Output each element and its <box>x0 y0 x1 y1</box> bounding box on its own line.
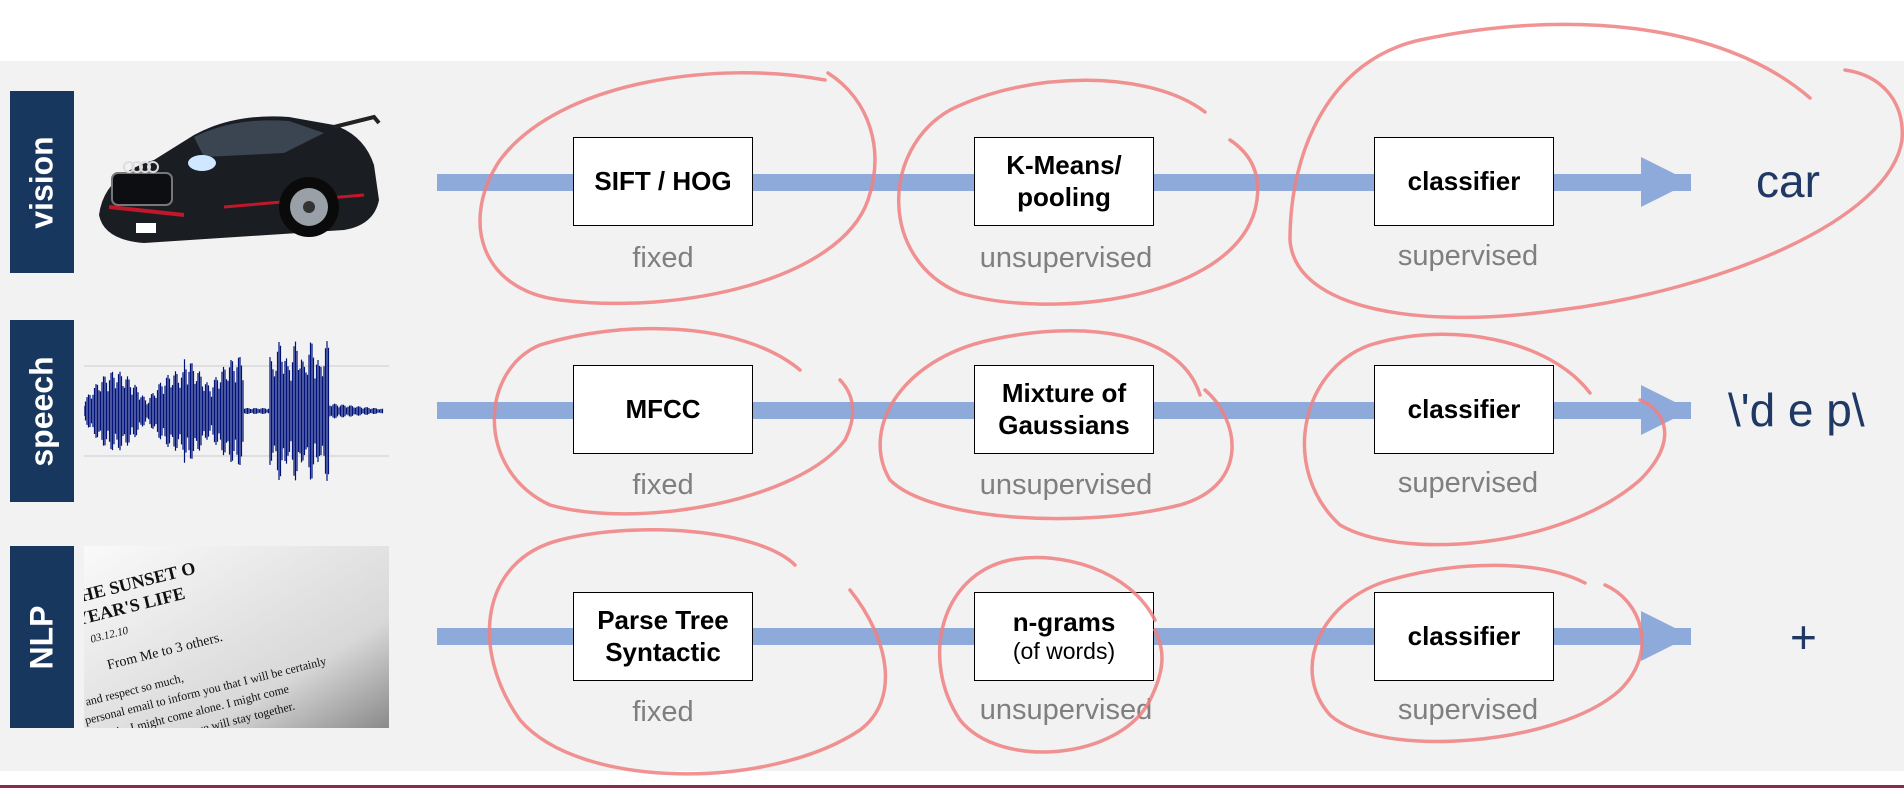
stage-box-sift-hog: SIFT / HOG <box>573 137 753 226</box>
stage-box-n-grams: n-grams(of words) <box>974 592 1154 681</box>
caption-unsupervised-vision: unsupervised <box>979 242 1153 274</box>
caption-supervised-vision: supervised <box>1397 240 1539 272</box>
annotation-circle-nlp-classifier <box>1310 563 1644 744</box>
row-label-speech: speech <box>10 320 74 502</box>
caption-supervised-nlp: supervised <box>1397 694 1539 726</box>
stage-box-kmeans-pooling: K-Means/ pooling <box>974 137 1154 226</box>
annotation-circle-speech-classifier <box>1302 332 1667 547</box>
caption-unsupervised-nlp: unsupervised <box>979 694 1153 726</box>
stage-box-classifier-speech: classifier <box>1374 365 1554 454</box>
stage-box-classifier-vision: classifier <box>1374 137 1554 226</box>
arrow-head-nlp <box>1641 611 1691 661</box>
car-image <box>99 114 381 243</box>
annotation-circle-parse-tree <box>487 528 888 776</box>
book-page-image: THE SUNSET O YEAR'S LIFE 03.12.10 From M… <box>84 546 389 728</box>
row-label-nlp: NLP <box>10 546 74 728</box>
stage-box-classifier-nlp: classifier <box>1374 592 1554 681</box>
stage-box-parse-tree: Parse Tree Syntactic <box>573 592 753 681</box>
output-phonetic: \'d e p\ <box>1728 384 1865 436</box>
annotation-circle-kmeans <box>896 78 1260 306</box>
row-label-vision: vision <box>10 91 74 273</box>
caption-fixed-nlp: fixed <box>632 696 694 728</box>
caption-fixed-vision: fixed <box>632 242 694 274</box>
output-car: car <box>1756 155 1820 207</box>
caption-supervised-speech: supervised <box>1397 467 1539 499</box>
bottom-rule <box>0 785 1904 788</box>
arrow-head-vision <box>1641 157 1691 207</box>
annotation-circle-mfcc <box>492 326 855 516</box>
stage-box-mfcc: MFCC <box>573 365 753 454</box>
stage-box-mixture-of-gaussians: Mixture of Gaussians <box>974 365 1154 454</box>
waveform-image <box>84 341 389 481</box>
caption-unsupervised-speech: unsupervised <box>979 469 1153 501</box>
annotation-circle-vision-classifier <box>1288 22 1904 320</box>
annotation-circle-mixture <box>878 329 1234 521</box>
annotation-circle-ngrams <box>938 555 1164 754</box>
caption-fixed-speech: fixed <box>632 469 694 501</box>
annotation-circle-sift <box>478 71 877 306</box>
arrow-head-speech <box>1641 385 1691 435</box>
output-plus: + <box>1790 611 1817 663</box>
